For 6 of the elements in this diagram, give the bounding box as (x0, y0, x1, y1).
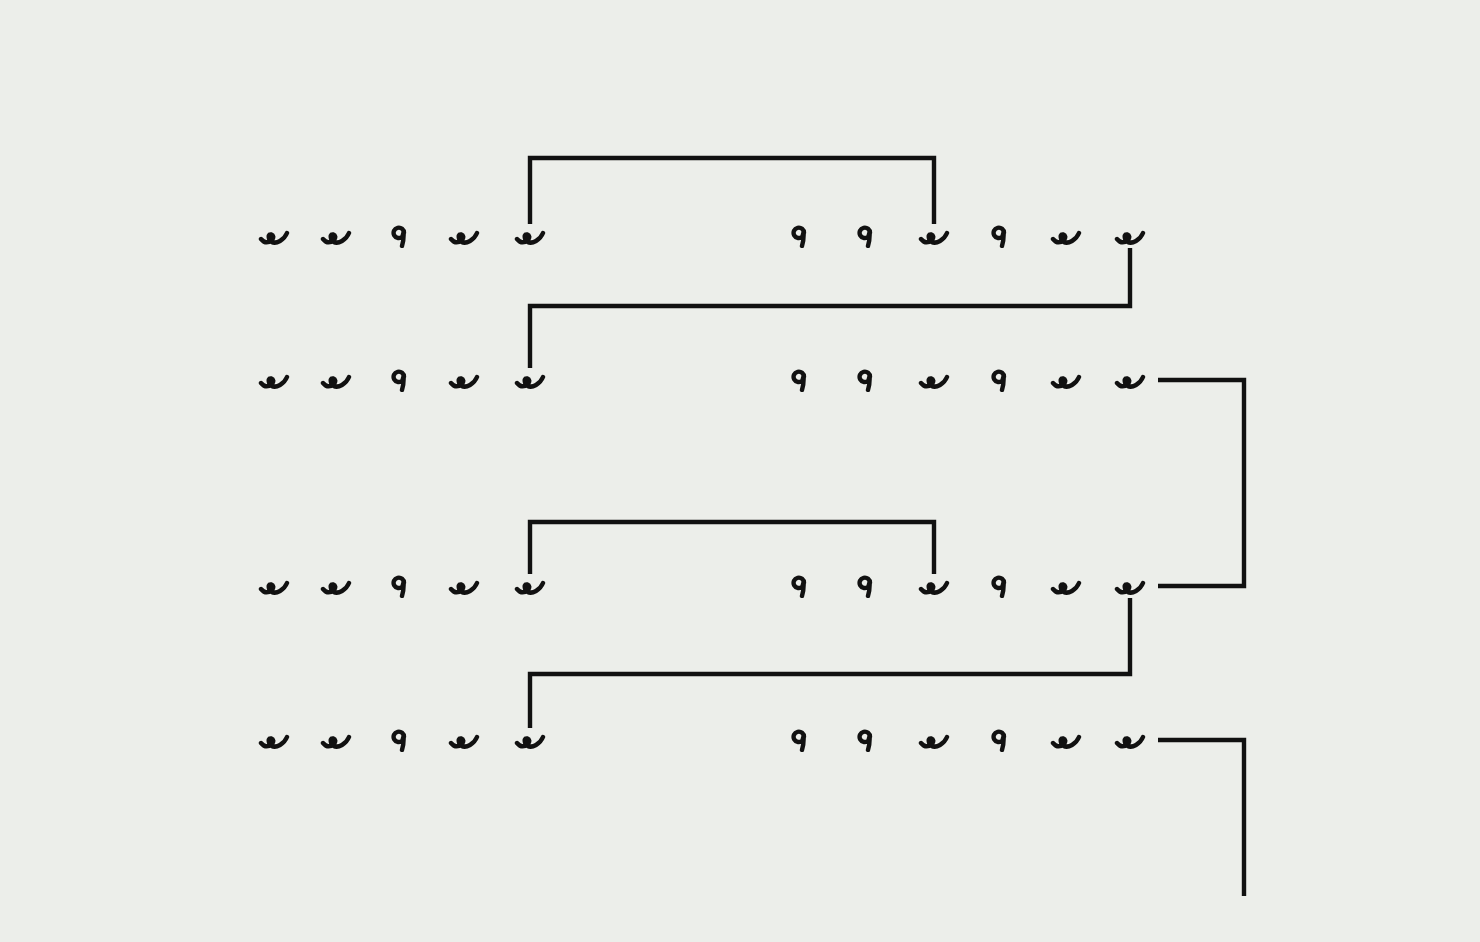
bracket-line (1158, 737, 1247, 896)
bracket-line (527, 155, 937, 224)
bracket-line (527, 248, 1133, 368)
bracket-line (1158, 377, 1247, 589)
bracket-line (527, 519, 937, 574)
bracket-line (527, 598, 1133, 728)
